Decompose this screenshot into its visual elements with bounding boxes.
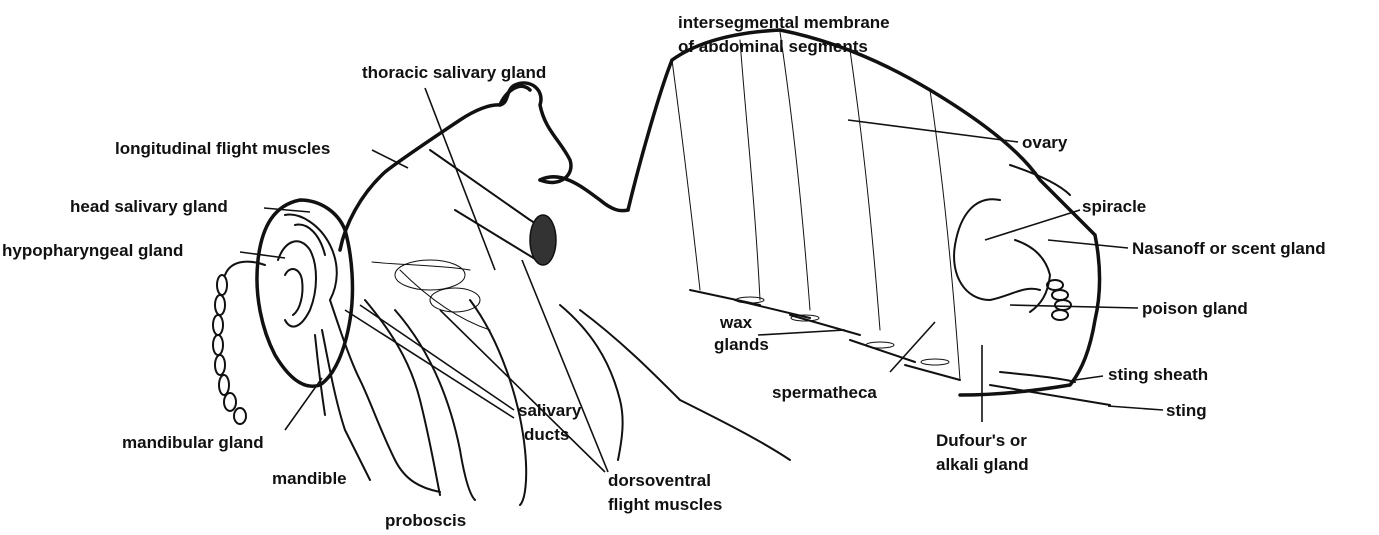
leader-sting xyxy=(1108,406,1163,410)
label-intersegmental-line2: of abdominal segments xyxy=(678,36,868,58)
leader-spermatheca xyxy=(890,322,935,372)
leader-head-salivary xyxy=(264,208,310,212)
leader-nasanoff xyxy=(1048,240,1128,248)
label-poison-gland: poison gland xyxy=(1142,298,1248,320)
label-dorsoventral-line1: dorsoventral xyxy=(608,470,711,492)
leader-salivary-ducts-2 xyxy=(345,310,514,418)
label-spiracle: spiracle xyxy=(1082,196,1146,218)
label-intersegmental-line1: intersegmental membrane xyxy=(678,12,890,34)
leader-thoracic-salivary xyxy=(425,88,495,270)
leader-sting-sheath xyxy=(1075,376,1103,380)
label-ovary: ovary xyxy=(1022,132,1067,154)
label-salivary-ducts-line1: salivary xyxy=(518,400,581,422)
label-sting-sheath: sting sheath xyxy=(1108,364,1208,386)
leader-mandibular xyxy=(285,378,322,430)
label-dufours-line2: alkali gland xyxy=(936,454,1029,476)
label-proboscis: proboscis xyxy=(385,510,466,532)
label-wax-glands-line1: wax xyxy=(720,312,752,334)
leader-spiracle xyxy=(985,210,1080,240)
leader-poison-gland xyxy=(1010,305,1138,308)
leader-ovary xyxy=(848,120,1018,142)
label-salivary-ducts-line2: ducts xyxy=(524,424,569,446)
label-dufours-line1: Dufour's or xyxy=(936,430,1027,452)
leader-salivary-ducts-1 xyxy=(360,305,514,410)
label-sting: sting xyxy=(1166,400,1207,422)
leader-wax-glands xyxy=(758,330,845,335)
leader-dorsoventral-2 xyxy=(440,310,605,472)
leader-hypopharyngeal xyxy=(240,252,285,258)
label-nasanoff-gland: Nasanoff or scent gland xyxy=(1132,238,1326,260)
label-mandibular-gland: mandibular gland xyxy=(122,432,264,454)
label-wax-glands-line2: glands xyxy=(714,334,769,356)
label-thoracic-salivary-gland: thoracic salivary gland xyxy=(362,62,546,84)
label-longitudinal-flight-muscles: longitudinal flight muscles xyxy=(115,138,330,160)
label-hypopharyngeal-gland: hypopharyngeal gland xyxy=(2,240,183,262)
leader-longitudinal-flight xyxy=(372,150,408,168)
label-mandible: mandible xyxy=(272,468,347,490)
label-head-salivary-gland: head salivary gland xyxy=(70,196,228,218)
label-dorsoventral-line2: flight muscles xyxy=(608,494,722,516)
label-spermatheca: spermatheca xyxy=(772,382,877,404)
